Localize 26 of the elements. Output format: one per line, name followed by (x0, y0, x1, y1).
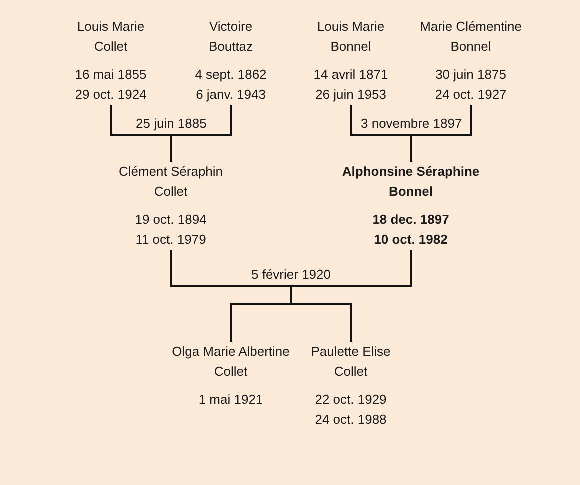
connector-line (170, 105, 232, 162)
date-text: 24 oct. 1927 (435, 87, 507, 102)
date-text: 4 sept. 1862 (195, 67, 267, 82)
date-text: 24 oct. 1988 (315, 412, 387, 427)
person-name: Clément Séraphin Collet (118, 164, 224, 199)
date-text: 30 juin 1875 (436, 67, 506, 82)
person-name: Olga Marie Albertine Collet (172, 344, 290, 379)
date-text: 6 janv. 1943 (196, 87, 266, 102)
connector-line (290, 250, 412, 342)
person-name: Louis Marie Collet (77, 19, 145, 54)
date-text: 11 oct. 1979 (136, 232, 206, 247)
date-text: 14 avril 1871 (314, 67, 388, 82)
person-name: Alphonsine Séraphine Bonnel (342, 164, 480, 199)
date-text: 29 oct. 1924 (75, 87, 147, 102)
person-name: Victoire Bouttaz (208, 19, 254, 54)
date-text: 16 mai 1855 (75, 67, 147, 82)
date-text: 26 juin 1953 (316, 87, 386, 102)
connector-line (410, 105, 472, 162)
person-name: Paulette Elise Collet (311, 344, 391, 379)
date-text: 10 oct. 1982 (374, 232, 448, 247)
date-text: 19 oct. 1894 (135, 212, 207, 227)
person-name: Louis Marie Bonnel (317, 19, 385, 54)
date-text: 22 oct. 1929 (315, 392, 387, 407)
person-name: Marie Clémentine Bonnel (420, 19, 522, 54)
date-text: 18 dec. 1897 (372, 212, 450, 227)
date-text: 1 mai 1921 (198, 392, 264, 407)
